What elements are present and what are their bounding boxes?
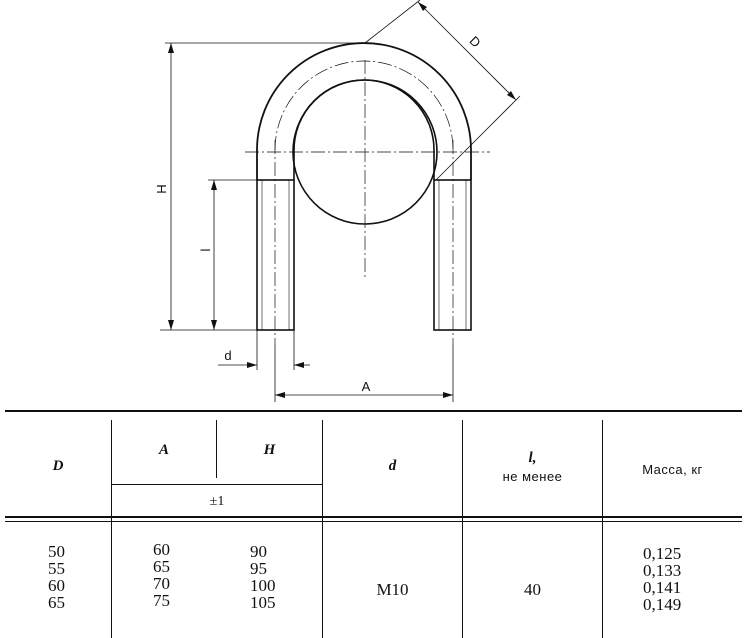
header-mass: Масса, кг [642,462,703,477]
cell-H-3: 100 [250,576,276,595]
header-A: A [158,442,169,458]
cell-H-1: 90 [250,542,267,561]
cell-l-value: 40 [524,580,541,599]
dim-label-D: D [467,33,484,50]
column-mass-values: 0,125 0,133 0,141 0,149 [643,545,681,613]
column-D-values: 50 55 60 65 [48,543,65,611]
cell-A-3: 70 [153,574,170,593]
cell-mass-2: 0,133 [643,561,682,580]
col-divider-3 [322,420,323,638]
header-tolerance: ±1 [209,494,225,509]
column-H-values: 90 95 100 105 [250,543,276,611]
u-bolt-center-arc [274,60,454,151]
table-header-rule [5,516,742,518]
table-header-rule-2 [5,521,742,522]
cell-D-2: 55 [48,559,65,578]
header-H: H [263,442,276,458]
cell-A-1: 60 [153,540,170,559]
dim-label-d: d [224,348,231,363]
col-divider-5 [602,420,603,638]
col-divider-2 [216,420,217,478]
u-bolt-drawing: H l D d A [154,0,521,402]
cell-H-4: 105 [250,593,276,612]
col-divider-4 [462,420,463,638]
header-d: d [388,458,397,474]
cell-D-1: 50 [48,542,65,561]
tolerance-rule [112,484,322,485]
cell-H-2: 95 [250,559,267,578]
header-D: D [52,458,64,474]
header-l: l, [528,450,537,466]
cell-mass-1: 0,125 [643,544,682,563]
cell-D-4: 65 [48,593,65,612]
cell-mass-3: 0,141 [643,578,682,597]
right-threaded-leg [433,179,472,331]
cell-d-value: M10 [376,580,409,599]
dim-label-A: A [362,379,371,394]
dim-label-H: H [154,184,169,193]
u-bolt-outer-arc [256,42,472,180]
dim-label-l: l [198,248,213,251]
table-top-rule [5,410,742,412]
cell-mass-4: 0,149 [643,595,682,614]
header-l-note: не менее [502,469,563,484]
cell-A-2: 65 [153,557,170,576]
u-bolt-inner-arc [293,79,435,180]
left-threaded-leg [256,179,295,331]
cell-D-3: 60 [48,576,65,595]
column-A-values: 60 65 70 75 [153,541,170,609]
cell-A-4: 75 [153,591,170,610]
col-divider-1 [111,420,112,638]
